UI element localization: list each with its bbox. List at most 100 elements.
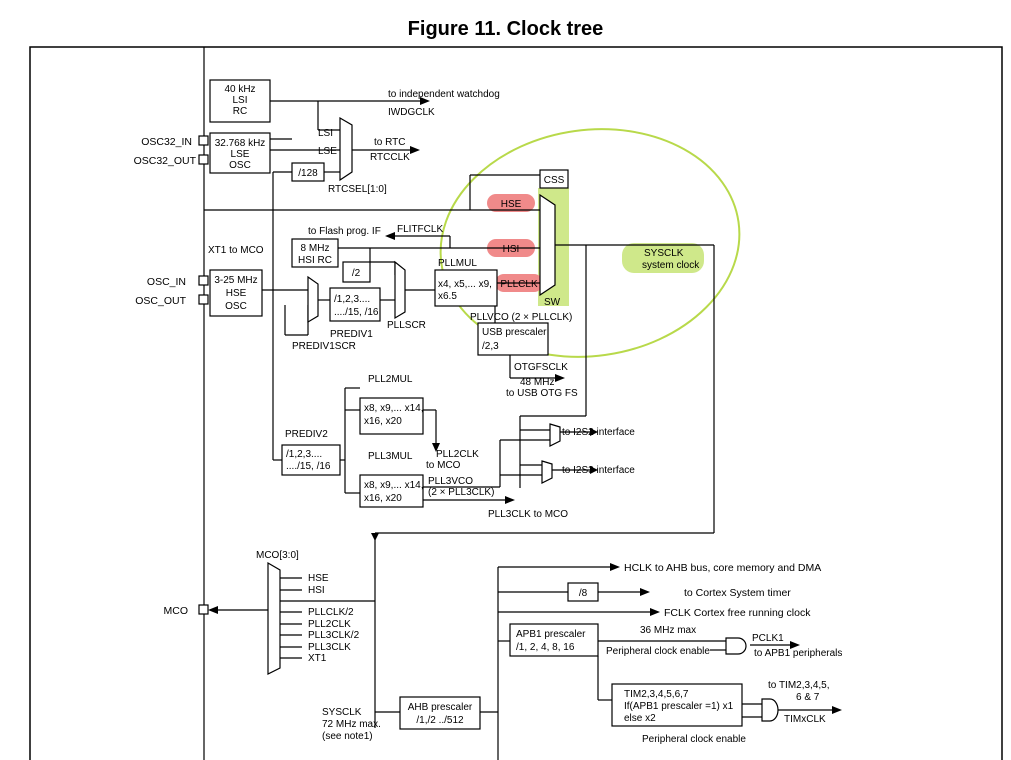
sysclk-highlight bbox=[622, 243, 704, 273]
highlight-circle bbox=[439, 128, 741, 358]
periph-enable-label-2: Peripheral clock enable bbox=[642, 734, 746, 745]
figure-frame bbox=[29, 46, 1003, 760]
pll2clk-label-2: to MCO bbox=[426, 460, 461, 471]
prediv1-line2: ..../15, /16 bbox=[334, 307, 379, 318]
sysclk-note-2: 72 MHz max. bbox=[322, 719, 381, 730]
div8-label: /8 bbox=[579, 588, 588, 599]
rtc-label-1: to RTC bbox=[374, 137, 406, 148]
hse-osc-line3: OSC bbox=[225, 301, 247, 312]
prediv1-line1: /1,2,3.... bbox=[334, 294, 370, 305]
flitfclk-label: FLITFCLK bbox=[397, 224, 443, 235]
pll3-block bbox=[359, 474, 424, 508]
osc-out-label: OSC_OUT bbox=[135, 295, 186, 307]
sw-label: SW bbox=[544, 297, 561, 308]
timxclk-label: TIMxCLK bbox=[784, 714, 826, 725]
arrow-fclk bbox=[650, 608, 660, 616]
hclk-label: HCLK to AHB bus, core memory and DMA bbox=[624, 562, 821, 574]
lsi-rc-line2: LSI bbox=[232, 95, 247, 106]
hse-osc-line1: 3-25 MHz bbox=[214, 275, 257, 286]
prediv1scr-mux bbox=[307, 275, 319, 324]
css-label: CSS bbox=[544, 175, 565, 186]
arrow-sysclk-mco bbox=[371, 533, 379, 541]
osc-out-pin bbox=[198, 294, 209, 305]
osc-in-pin bbox=[198, 275, 209, 286]
sysclk-note-3: (see note1) bbox=[322, 731, 373, 742]
pll3vco-label-2: (2 × PLL3CLK) bbox=[428, 487, 494, 498]
apb1-prescaler-line2: /1, 2, 4, 8, 16 bbox=[516, 642, 575, 653]
tim-out-label-1: to TIM2,3,4,5, bbox=[768, 680, 830, 691]
mco-pin-label: MCO bbox=[164, 605, 189, 617]
tim-line2: If(APB1 prescaler =1) x1 bbox=[624, 701, 734, 712]
flash-label: to Flash prog. IF bbox=[308, 226, 381, 237]
apb1-prescaler-line1: APB1 prescaler bbox=[516, 629, 586, 640]
apb1-periph-label: to APB1 peripherals bbox=[754, 648, 842, 659]
mco-mux bbox=[267, 561, 281, 675]
arrow-i2s3 bbox=[590, 466, 598, 474]
prediv1-block bbox=[329, 287, 381, 322]
arrow-timxclk bbox=[832, 706, 842, 714]
hse-highlight bbox=[487, 194, 535, 212]
lse-osc-line2: LSE bbox=[231, 149, 250, 160]
hsi-rc-block bbox=[291, 238, 339, 268]
figure-title: Figure 11. Clock tree bbox=[407, 18, 604, 40]
prediv2-line1: /1,2,3.... bbox=[286, 449, 322, 460]
lsi-rc-line3: RC bbox=[233, 106, 247, 117]
arrow-iwdg bbox=[420, 97, 430, 105]
usb-prescaler-block bbox=[477, 322, 549, 356]
arrow-mco bbox=[208, 606, 218, 614]
xt1-label: XT1 to MCO bbox=[208, 245, 264, 256]
apb1-max-label: 36 MHz max bbox=[640, 625, 696, 636]
ahb-prescaler-block bbox=[399, 696, 481, 730]
arrow-hclk bbox=[610, 563, 620, 571]
prediv2-block bbox=[281, 444, 341, 476]
pll3-line1: x8, x9,... x14, bbox=[364, 480, 423, 491]
i2s3-mux bbox=[541, 460, 553, 484]
pll2-block bbox=[359, 397, 424, 435]
timxclk-gate bbox=[761, 698, 779, 722]
pll3-line2: x16, x20 bbox=[364, 493, 402, 504]
prediv1-label: PREDIV1 bbox=[330, 329, 373, 340]
mco-sel-label: MCO[3:0] bbox=[256, 550, 299, 561]
ahb-prescaler-line1: AHB prescaler bbox=[408, 702, 473, 713]
pll-line2: x6.5 bbox=[438, 291, 457, 302]
lse-osc-block bbox=[209, 132, 271, 174]
rtc-label-2: RTCCLK bbox=[370, 152, 410, 163]
mco-input-hse: HSE bbox=[308, 573, 329, 584]
pllscr-mux bbox=[394, 260, 406, 320]
osc32-out-label: OSC32_OUT bbox=[134, 155, 197, 167]
pll2-line1: x8, x9,... x14, bbox=[364, 403, 423, 414]
div128-block bbox=[291, 162, 325, 182]
arrow-rtc bbox=[410, 146, 420, 154]
mco-input-pllclk2: PLLCLK/2 bbox=[308, 607, 354, 618]
prediv2-line2: ..../15, /16 bbox=[286, 461, 331, 472]
prediv2-label: PREDIV2 bbox=[285, 429, 328, 440]
osc32-out-pin bbox=[198, 154, 209, 165]
apb1-prescaler-block bbox=[509, 623, 599, 657]
tim-line3: else x2 bbox=[624, 713, 656, 724]
usb-otg-label-1: 48 MHz bbox=[520, 377, 554, 388]
hse-osc-block bbox=[209, 269, 263, 317]
usb-prescaler-line1: USB prescaler bbox=[482, 327, 547, 338]
i2s2-mux bbox=[549, 423, 561, 447]
lse-osc-line1: 32.768 kHz bbox=[215, 138, 266, 149]
mco-input-pll3clk: PLL3CLK bbox=[308, 642, 351, 653]
pllmul-label: PLLMUL bbox=[438, 258, 477, 269]
pll-block bbox=[434, 269, 498, 307]
sw-mux bbox=[539, 193, 556, 297]
hsi-rc-line1: 8 MHz bbox=[301, 243, 330, 254]
usb-otg-label-2: to USB OTG FS bbox=[506, 388, 578, 399]
pll3clk-label: PLL3CLK to MCO bbox=[488, 509, 568, 520]
mco-input-xt1: XT1 bbox=[308, 653, 327, 664]
div128-label: /128 bbox=[298, 168, 318, 179]
sysclk-label-1: SYSCLK bbox=[644, 248, 684, 259]
rtcsel-mux bbox=[339, 116, 353, 182]
pclk1-label: PCLK1 bbox=[752, 633, 784, 644]
iwdg-label-2: IWDGCLK bbox=[388, 107, 435, 118]
wires bbox=[203, 47, 832, 760]
sysclk-label-2: system clock bbox=[642, 260, 700, 271]
osc32-in-label: OSC32_IN bbox=[141, 136, 192, 148]
fclk-label: FCLK Cortex free running clock bbox=[664, 607, 811, 619]
i2s3-label: to I2S3 interface bbox=[562, 465, 635, 476]
pll3mul-label: PLL3MUL bbox=[368, 451, 413, 462]
div2-label: /2 bbox=[352, 268, 361, 279]
